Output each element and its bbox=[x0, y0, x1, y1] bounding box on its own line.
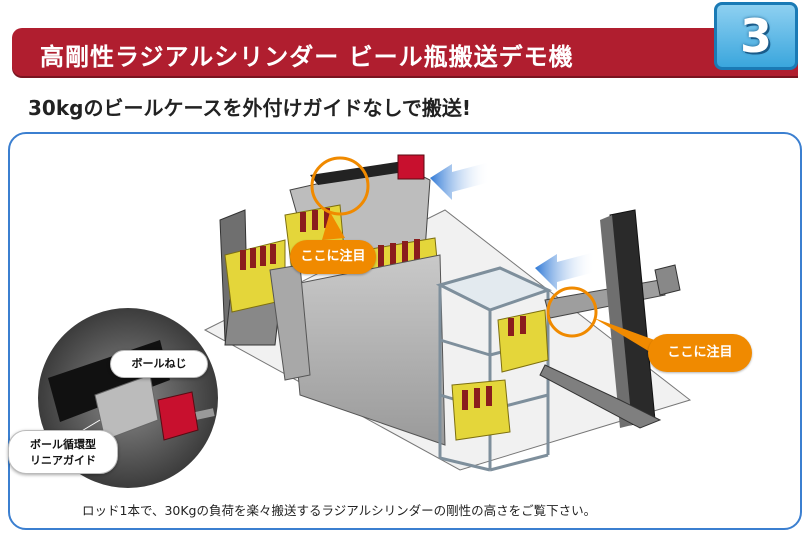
page-title: 高剛性ラジアルシリンダー ビール瓶搬送デモ機 bbox=[40, 43, 574, 71]
focus-callout-right: ここに注目 bbox=[648, 334, 752, 372]
crate-rack-lower bbox=[451, 379, 511, 441]
focus-callout-top: ここに注目 bbox=[290, 240, 376, 274]
center-wall bbox=[289, 254, 446, 446]
linear-guide-label-line1: ボール循環型 bbox=[30, 438, 96, 451]
focus-circle-top bbox=[310, 156, 370, 216]
crate-rack-middle bbox=[497, 309, 549, 373]
crate-back-left bbox=[224, 239, 286, 313]
focus-circle-right bbox=[546, 286, 598, 338]
ball-screw-label: ボールねじ bbox=[110, 350, 208, 378]
right-arm bbox=[544, 279, 666, 319]
transparent-rack bbox=[435, 266, 553, 472]
linear-guide-label-line2: リニアガイド bbox=[30, 454, 96, 467]
motion-arrow-right bbox=[535, 252, 595, 290]
caption: ロッド1本で、30Kgの負荷を楽々搬送するラジアルシリンダーの剛性の高さをご覧下… bbox=[82, 503, 597, 518]
section-number-badge: 3 bbox=[714, 2, 798, 70]
linear-guide-label: ボール循環型 リニアガイド bbox=[8, 430, 118, 474]
title-bar: 高剛性ラジアルシリンダー ビール瓶搬送デモ機 bbox=[12, 28, 798, 76]
subtitle: 30kgのビールケースを外付けガイドなしで搬送! bbox=[28, 96, 471, 120]
motion-arrow-top bbox=[430, 162, 490, 200]
